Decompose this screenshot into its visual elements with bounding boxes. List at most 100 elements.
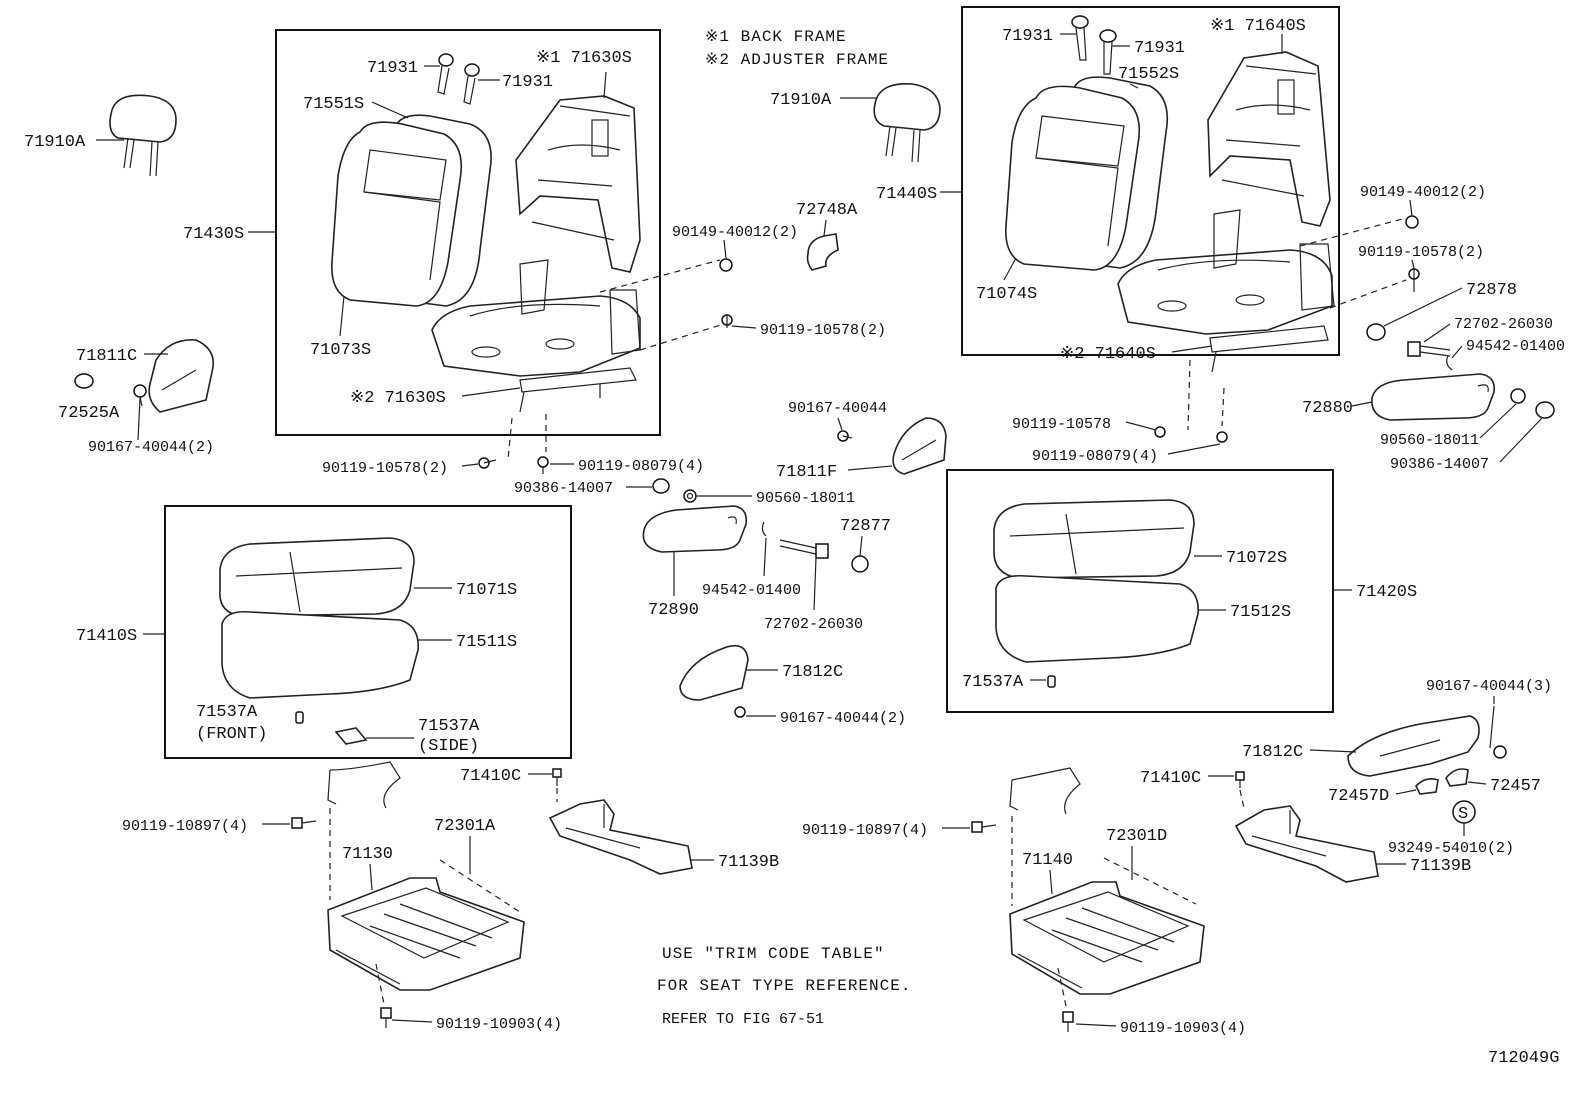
label-72525A: 72525A [58,404,120,423]
nut-90149-40012-a [719,258,733,272]
nut-90386-14007-b [1535,401,1555,419]
nut-90149-40012-b [1405,215,1419,229]
bracket-71139B-right [1234,805,1379,883]
clip-72748A [806,233,839,271]
screw-90119-10578-left [478,457,497,469]
label-71537A-side: 71537A [418,717,480,736]
label-72890: 72890 [648,601,699,620]
seatback-pad-71073S [331,121,463,307]
label-72301D: 72301D [1106,827,1167,846]
bolt-71931-right-a [1071,15,1089,61]
label-90149-40012-2-a: 90149-40012(2) [672,224,798,241]
screw-90119-10578-rbottom [1154,426,1166,438]
label-71430S: 71430S [183,225,244,244]
label-71511S: 71511S [456,633,517,652]
bolt-72702-26030-b [779,539,829,559]
label-72301A: 72301A [434,817,496,836]
label-71512S: 71512S [1230,603,1291,622]
label-71812C-right: 71812C [1242,743,1303,762]
clip-71537A-front [295,711,304,724]
label-72880: 72880 [1302,399,1353,418]
spacer-94542-01400-a [1446,355,1453,371]
cover-71812C-center [679,644,749,701]
label-71074S: 71074S [976,285,1037,304]
spacer-94542-01400-b [761,521,767,537]
label-90386-14007-b: 90386-14007 [1390,456,1489,473]
label-90119-10903-4-a: 90119-10903(4) [436,1016,562,1033]
label-90386-14007-a: 90386-14007 [514,480,613,497]
label-71410C-left: 71410C [460,767,521,786]
label-71410C-right: 71410C [1140,769,1201,788]
bolt-90119-10903-right [1062,1011,1074,1032]
screw-90167-40044-b [734,706,746,718]
seatback-pad-71074S [1005,85,1141,271]
note-back-frame: ※1 BACK FRAME [705,28,847,46]
front-seatback-right-box [961,6,1340,356]
label-71130: 71130 [342,845,393,864]
label-71910A-left: 71910A [24,133,86,152]
bolt-71410C-left [552,768,562,786]
label-72702-26030-a: 72702-26030 [1454,316,1553,333]
seat-frame-71140 [1009,881,1205,995]
cover-71811F [892,417,947,475]
adjuster-frame-71640S [1117,209,1335,373]
bracket-71139B-left [548,799,693,875]
cushion-pad-71512S [995,574,1199,663]
clip-71537A-right [1047,675,1056,688]
bolt-71931-left-b [463,63,480,105]
washer-90560-18011-b [1510,388,1526,404]
label-71072S: 71072S [1226,549,1287,568]
seat-cushion-left-box [164,505,572,759]
back-frame-71630S [515,95,641,273]
label-71420S: 71420S [1356,583,1417,602]
label-90119-10897-4-a: 90119-10897(4) [122,818,248,835]
label-71410S: 71410S [76,627,137,646]
adjuster-frame-71630S [431,259,641,413]
bolt-71931-left-a [437,53,454,95]
knob-72457 [1445,768,1469,787]
cap-72878 [1366,323,1386,341]
screw-90167-40044-3 [1489,705,1507,759]
label-90560-18011-b: 90560-18011 [1380,432,1479,449]
bolt-71931-right-b [1099,29,1117,75]
label-front: (FRONT) [196,725,267,744]
clip-71537A-side [334,727,368,745]
label-94542-01400-a: 94542-01400 [1466,338,1565,355]
label-90119-10578: 90119-10578 [1012,416,1111,433]
label-72748A: 72748A [796,201,858,220]
label-93249-54010-2: 93249-54010(2) [1388,840,1514,857]
label-71640S-back: ※1 71640S [1210,17,1306,36]
knob-72457D [1415,778,1439,795]
nut-90386-14007-a [652,478,670,494]
bolt-72702-26030-a [1407,341,1451,357]
label-71537A-right: 71537A [962,673,1024,692]
label-90119-10903-4-b: 90119-10903(4) [1120,1020,1246,1037]
label-90167-40044-2-left: 90167-40044(2) [88,439,214,456]
note-use-trim-code: USE "TRIM CODE TABLE" [662,945,885,963]
label-72457: 72457 [1490,777,1541,796]
label-90167-40044: 90167-40044 [788,400,887,417]
label-90119-10578-2-c: 90119-10578(2) [1358,244,1484,261]
label-71140: 71140 [1022,851,1073,870]
label-94542-01400-b: 94542-01400 [702,582,801,599]
s-mark: S [1452,800,1476,836]
note-adjuster-frame: ※2 ADJUSTER FRAME [705,51,889,69]
label-side: (SIDE) [418,737,479,756]
label-71931-a: 71931 [367,59,418,78]
label-71812C-center: 71812C [782,663,843,682]
seat-cushion-right-box [946,469,1334,713]
label-72877: 72877 [840,517,891,536]
trim-outline-right [1009,767,1081,815]
label-90560-18011-a: 90560-18011 [756,490,855,507]
label-90167-40044-3: 90167-40044(3) [1426,678,1552,695]
label-71440S: 71440S [876,185,937,204]
label-90167-40044-2-b: 90167-40044(2) [780,710,906,727]
label-71071S: 71071S [456,581,517,600]
label-90119-10578-2-b: 90119-10578(2) [760,322,886,339]
label-71552S: 71552S [1118,65,1179,84]
label-71931-d: 71931 [1134,39,1185,58]
bolt-90119-10897-left [291,817,317,829]
figure-number: 712049G [1488,1049,1559,1068]
label-71811F: 71811F [776,463,837,482]
